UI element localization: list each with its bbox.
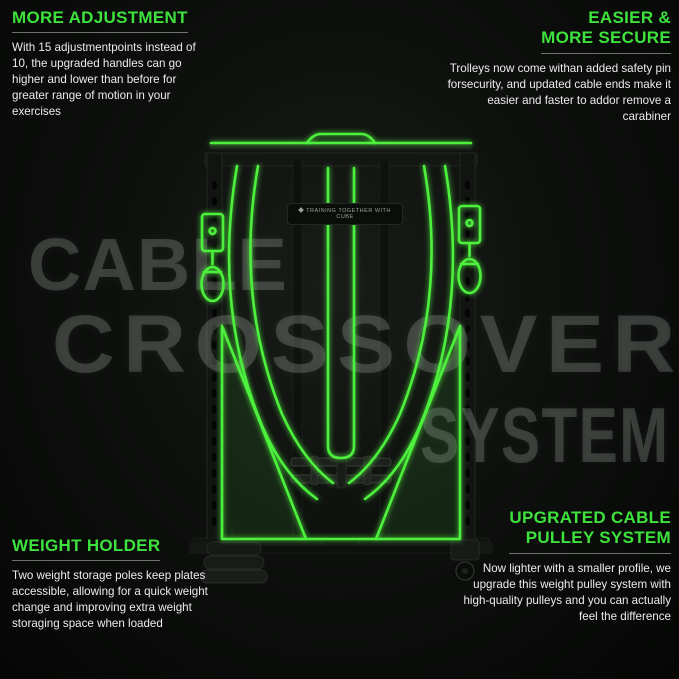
callout-body: Trolleys now come withan added safety pi… (447, 61, 671, 123)
right-safety-pin (465, 218, 474, 228)
ghost-title-crossover: CROSSOVER (52, 299, 679, 390)
left-safety-pin (208, 226, 217, 236)
weight-plates (200, 526, 268, 584)
right-outer-cable (363, 164, 455, 501)
callout-body: With 15 adjustmentpoints instead of 10, … (12, 41, 196, 119)
right-base-brace (374, 324, 462, 541)
callout-weight-holder: WEIGHT HOLDER Two weight storage poles k… (12, 536, 220, 632)
glow-cables (200, 132, 482, 541)
right-inner-cable (347, 164, 433, 485)
callout-heading: EASIER & MORE SECURE (541, 8, 671, 54)
ghost-title-system: SYSTEM (420, 391, 670, 479)
brand-logo-text: TRAINING TOGETHER WITH CUBE (306, 208, 391, 220)
left-trolley (200, 212, 225, 253)
cube-logo-icon (298, 207, 304, 213)
post-holes (212, 180, 470, 536)
callout-more-adjustment: MORE ADJUSTMENT With 15 adjustmentpoints… (12, 8, 212, 120)
callout-easier-more-secure: EASIER & MORE SECURE Trolleys now come w… (439, 8, 671, 125)
callout-cable-pulley-system: UPGRATED CABLE PULLEY SYSTEM Now lighter… (459, 508, 671, 625)
callout-heading: WEIGHT HOLDER (12, 536, 161, 562)
cable-highlights-illustration (200, 132, 482, 541)
left-handle (200, 265, 225, 303)
rack-frame (189, 141, 493, 554)
left-inner-cable (249, 164, 335, 485)
brand-logo: TRAINING TOGETHER WITH CUBE (287, 203, 403, 225)
left-outer-cable (227, 164, 319, 501)
left-base-brace (220, 324, 308, 541)
center-cable-track (326, 166, 356, 460)
right-trolley (457, 204, 482, 245)
pulley-device (450, 539, 480, 581)
callout-heading: MORE ADJUSTMENT (12, 8, 188, 34)
rack-frame-illustration (189, 141, 493, 584)
callout-heading: UPGRATED CABLE PULLEY SYSTEM (509, 508, 671, 554)
callout-body: Two weight storage poles keep plates acc… (12, 569, 208, 631)
callout-body: Now lighter with a smaller profile, we u… (463, 561, 671, 623)
ghost-title-cable: CABLE (28, 223, 288, 306)
pullup-arch-highlight (305, 132, 377, 145)
right-handle (457, 257, 482, 295)
